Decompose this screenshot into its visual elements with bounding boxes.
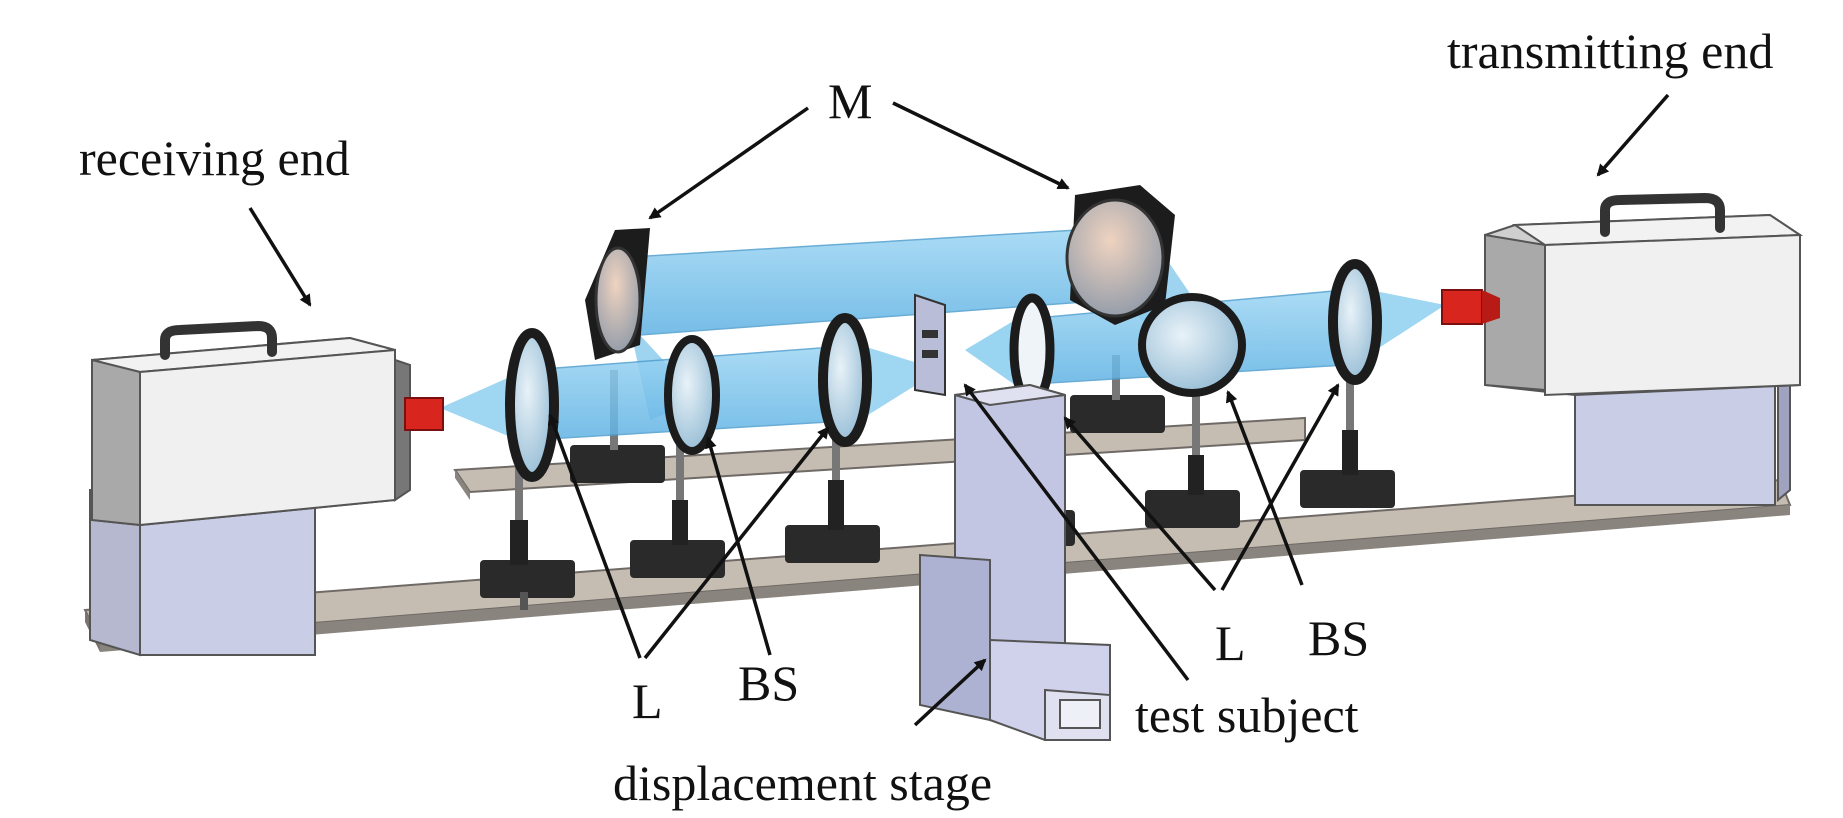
test-subject-label: test subject xyxy=(1135,687,1359,743)
leader-lines xyxy=(248,93,1670,727)
left-lens-1 xyxy=(505,328,559,482)
receiving-end-housing xyxy=(89,320,444,657)
right-lens-2 xyxy=(1328,259,1382,385)
lens-label-left: L xyxy=(632,673,663,729)
test-subject xyxy=(914,293,946,397)
transmitting-end-housing xyxy=(1441,192,1804,506)
left-lens-2 xyxy=(818,313,872,447)
beam-splitter-label-left: BS xyxy=(738,655,799,711)
beam-splitter-label-right: BS xyxy=(1308,610,1369,666)
left-beam-splitter xyxy=(664,335,720,455)
right-mirror xyxy=(1065,185,1175,325)
displacement-stage xyxy=(919,383,1111,742)
left-mirror xyxy=(585,228,650,360)
receiving-end-label: receiving end xyxy=(79,130,350,186)
mirror-label: M xyxy=(828,73,872,129)
displacement-stage-label: displacement stage xyxy=(613,755,992,811)
transmitting-end-label: transmitting end xyxy=(1447,23,1773,79)
lens-label-right: L xyxy=(1215,615,1246,671)
right-beam-splitter xyxy=(1138,293,1246,397)
